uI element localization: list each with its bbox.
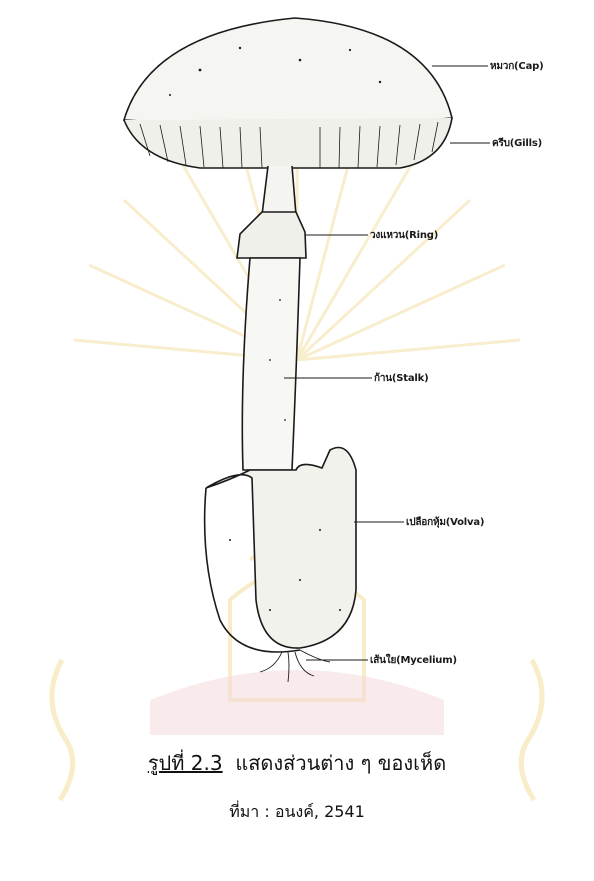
mycelium-threads <box>260 650 330 682</box>
upper-stalk <box>262 166 296 215</box>
mushroom-stalk <box>242 258 300 470</box>
mushroom-volva <box>206 448 356 649</box>
volva-label: เปลือกหุ้ม(Volva) <box>406 515 484 530</box>
figure-caption: รูปที่ 2.3 แสดงส่วนต่าง ๆ ของเห็ด <box>0 747 594 779</box>
gills-label: ครีบ(Gills) <box>492 136 542 151</box>
mushroom-drawing <box>124 18 452 682</box>
mushroom-cap <box>124 18 452 126</box>
stalk-label: ก้าน(Stalk) <box>374 371 428 386</box>
cap-label: หมวก(Cap) <box>490 59 543 74</box>
mushroom-gills <box>124 118 452 168</box>
mushroom-ring <box>237 212 306 258</box>
ring-label: วงแหวน(Ring) <box>370 228 438 243</box>
figure-source: ที่มา : อนงค์, 2541 <box>0 800 594 825</box>
mycelium-label: เส้นใย(Mycelium) <box>370 653 457 668</box>
mushroom-diagram <box>0 0 594 700</box>
figure-number: รูปที่ 2.3 <box>148 751 223 775</box>
figure-title: แสดงส่วนต่าง ๆ ของเห็ด <box>235 751 446 775</box>
